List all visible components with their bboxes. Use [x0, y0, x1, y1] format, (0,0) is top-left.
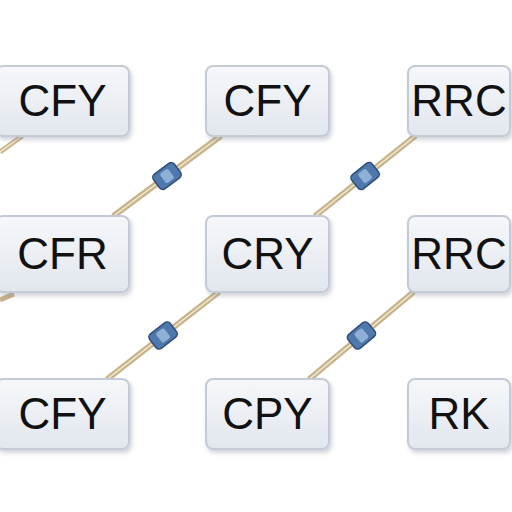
cable-group	[316, 137, 414, 215]
box-label: RK	[428, 392, 489, 436]
cable-connector	[115, 137, 220, 215]
plug-body	[147, 320, 179, 350]
plug-highlight	[354, 328, 369, 344]
cable-highlight	[115, 137, 220, 215]
cable-highlight	[0, 136, 22, 152]
plug-body	[151, 161, 183, 191]
plug-coupler	[151, 161, 183, 191]
cable-stub	[0, 294, 14, 300]
plug-coupler	[346, 320, 377, 350]
label-box: RRC	[407, 215, 511, 293]
box-label: CPY	[222, 392, 312, 436]
plug-coupler	[349, 161, 381, 191]
cable-highlight	[316, 137, 414, 215]
label-box: CRY	[205, 215, 330, 293]
cable-highlight	[311, 293, 413, 378]
box-label: RRC	[411, 79, 506, 123]
connector-layer	[109, 137, 414, 378]
label-box: CFY	[0, 378, 130, 450]
label-box: CPY	[205, 378, 330, 450]
box-label: CFR	[17, 232, 107, 276]
cable-group	[115, 137, 220, 215]
label-box: RK	[407, 378, 511, 450]
label-box: CFR	[0, 215, 130, 293]
box-label: CRY	[221, 232, 313, 276]
plug-highlight	[357, 168, 372, 184]
label-box: RRC	[407, 65, 511, 137]
plug-coupler	[147, 320, 179, 350]
cable-connector	[311, 293, 413, 378]
cable-connector	[109, 293, 218, 378]
cable-connector	[316, 137, 414, 215]
box-label: CFY	[19, 79, 107, 123]
plug-highlight	[155, 328, 170, 344]
label-box: CFY	[205, 65, 330, 137]
plug-body	[349, 161, 381, 191]
plug-highlight	[159, 168, 174, 184]
label-box: CFY	[0, 65, 130, 137]
box-label: RRC	[411, 232, 506, 276]
cable-stub	[0, 136, 22, 152]
cable-group	[109, 293, 218, 378]
cable-highlight	[109, 293, 218, 378]
cable-group	[311, 293, 413, 378]
box-label: CFY	[19, 392, 107, 436]
box-label: CFY	[224, 79, 312, 123]
plug-body	[346, 320, 377, 350]
